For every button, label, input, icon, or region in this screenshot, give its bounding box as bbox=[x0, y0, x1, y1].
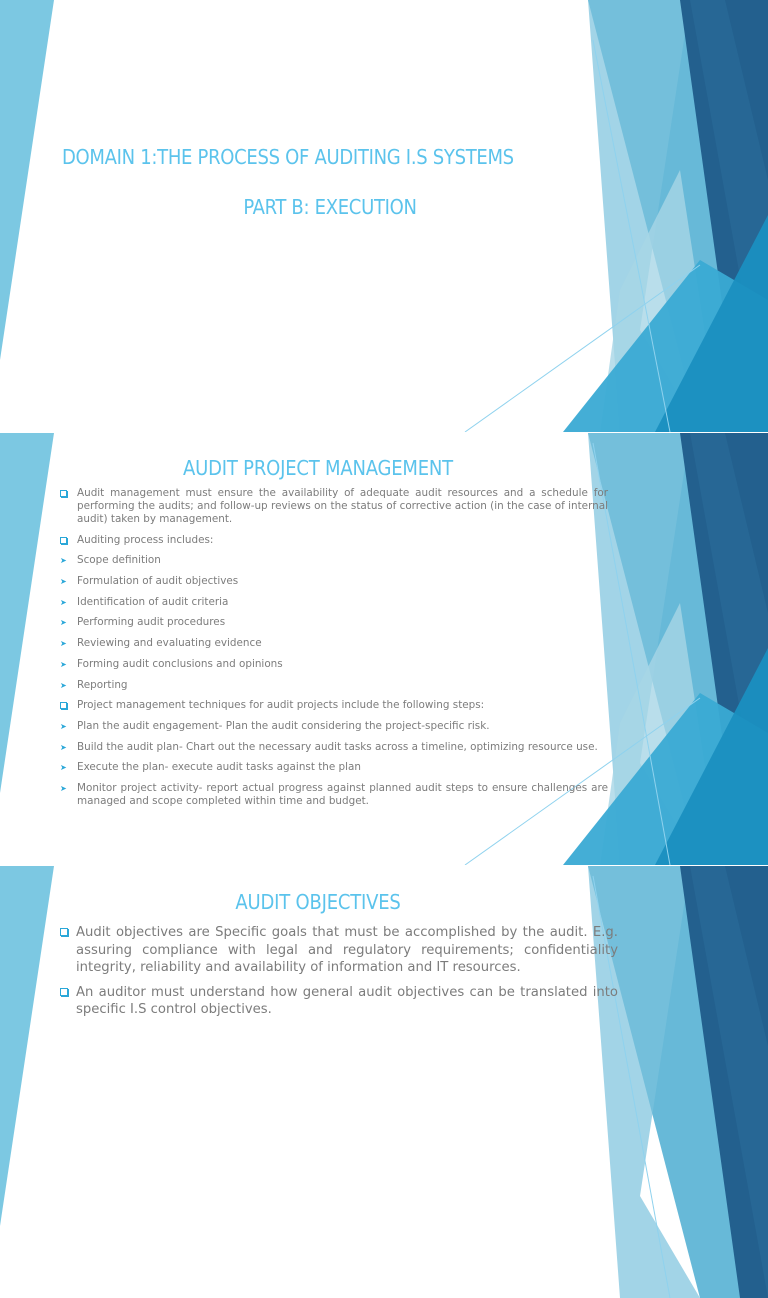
bullet-list: Audit objectives are Specific goals that… bbox=[60, 924, 618, 1026]
list-item: ➤Plan the audit engagement- Plan the aud… bbox=[60, 719, 490, 732]
decorative-shapes bbox=[0, 0, 768, 432]
list-item: ➤Execute the plan- execute audit tasks a… bbox=[60, 761, 361, 774]
slide-audit-project-management: AUDIT PROJECT MANAGEMENT Audit managemen… bbox=[0, 433, 768, 865]
bullet-list: Audit management must ensure the availab… bbox=[60, 487, 608, 816]
square-bullet-icon bbox=[60, 987, 68, 996]
list-item: ➤Performing audit procedures bbox=[60, 616, 226, 629]
slide-title: DOMAIN 1:THE PROCESS OF AUDITING I.S SYS… bbox=[0, 0, 768, 432]
slide-title-line1: DOMAIN 1:THE PROCESS OF AUDITING I.S SYS… bbox=[62, 145, 514, 169]
list-item: ➤Reporting bbox=[60, 678, 128, 691]
arrow-bullet-icon: ➤ bbox=[60, 742, 67, 752]
square-bullet-icon bbox=[60, 490, 67, 497]
square-bullet-icon bbox=[60, 928, 68, 936]
list-item: Auditing process includes: bbox=[60, 534, 608, 547]
list-item: ➤Reviewing and evaluating evidence bbox=[60, 637, 262, 650]
arrow-bullet-icon: ➤ bbox=[60, 680, 67, 690]
list-item: ➤Formulation of audit objectives bbox=[60, 575, 239, 588]
list-item: ➤Identification of audit criteria bbox=[60, 595, 229, 608]
arrow-bullet-icon: ➤ bbox=[60, 721, 67, 731]
list-item: ➤Forming audit conclusions and opinions bbox=[60, 657, 283, 670]
list-item: Project management techniques for audit … bbox=[60, 699, 608, 712]
list-item: ➤Build the audit plan- Chart out the nec… bbox=[60, 740, 598, 753]
slide-title-line2: PART B: EXECUTION bbox=[243, 195, 417, 219]
arrow-bullet-icon: ➤ bbox=[60, 577, 67, 587]
arrow-bullet-icon: ➤ bbox=[60, 618, 67, 628]
arrow-bullet-icon: ➤ bbox=[60, 597, 67, 607]
arrow-bullet-icon: ➤ bbox=[60, 556, 67, 566]
arrow-bullet-icon: ➤ bbox=[60, 659, 67, 669]
list-item: ➤Monitor project activity- report actual… bbox=[60, 781, 608, 807]
list-item: Audit management must ensure the availab… bbox=[60, 487, 608, 526]
arrow-bullet-icon: ➤ bbox=[60, 763, 67, 773]
list-item: An auditor must understand how general a… bbox=[60, 984, 618, 1019]
arrow-bullet-icon: ➤ bbox=[60, 783, 67, 793]
square-bullet-icon bbox=[60, 702, 67, 710]
list-item: ➤Scope definition bbox=[60, 554, 161, 567]
slide-audit-objectives: AUDIT OBJECTIVES Audit objectives are Sp… bbox=[0, 866, 768, 1298]
decorative-shapes bbox=[0, 433, 768, 865]
slide-heading: AUDIT PROJECT MANAGEMENT bbox=[183, 456, 453, 480]
arrow-bullet-icon: ➤ bbox=[60, 639, 67, 649]
slide-heading: AUDIT OBJECTIVES bbox=[235, 890, 401, 914]
list-item: Audit objectives are Specific goals that… bbox=[60, 924, 618, 977]
square-bullet-icon bbox=[60, 536, 67, 544]
